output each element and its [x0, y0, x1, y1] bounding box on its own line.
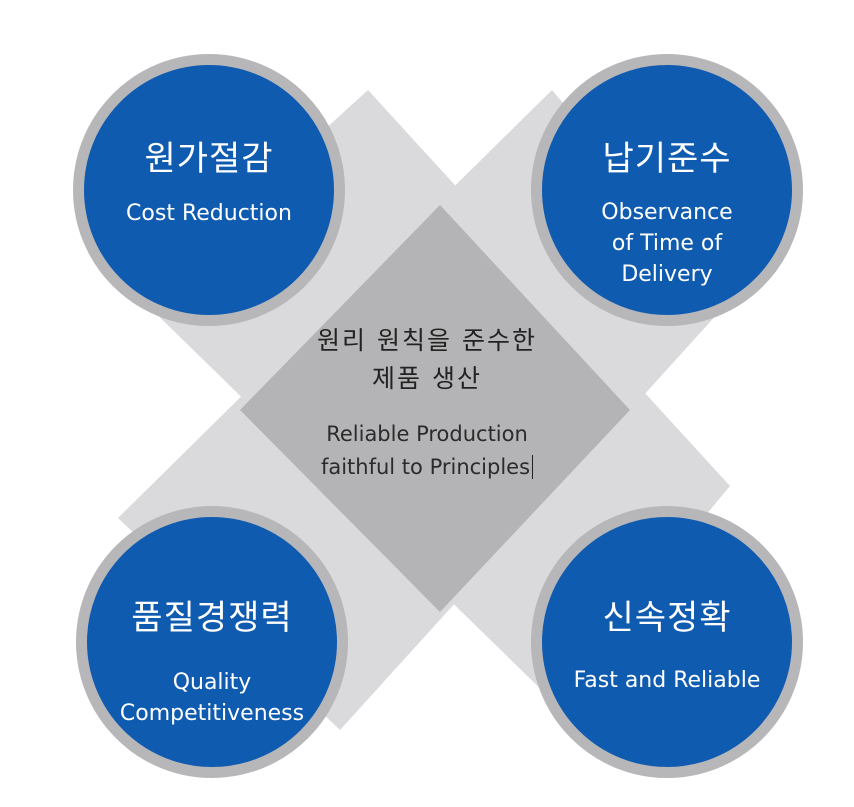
circle-title-en-line: Cost Reduction	[126, 201, 292, 226]
circle-quality-competitiveness: 품질경쟁력 Quality Competitiveness	[76, 506, 348, 778]
circle-observance-of-delivery: 납기준수 Observance of Time of Delivery	[531, 54, 803, 326]
center-title-en-line: faithful to Principles	[277, 451, 577, 484]
circle-fast-and-reliable: 신속정확 Fast and Reliable	[531, 506, 803, 778]
circle-title-en: Fast and Reliable	[542, 665, 792, 696]
center-title-ko-line: 제품 생산	[372, 364, 482, 393]
circle-title-en-line: Delivery	[621, 262, 713, 287]
center-title-en-line: Reliable Production	[326, 422, 528, 446]
circle-title-en: Observance of Time of Delivery	[542, 197, 792, 290]
circle-title-en-line: of Time of	[611, 231, 723, 256]
circle-title-en-line: Competitiveness	[119, 701, 305, 726]
band-overlap	[240, 205, 630, 612]
circle-title-ko: 납기준수	[602, 139, 732, 179]
circle-title-en: Quality Competitiveness	[87, 667, 337, 729]
circle-title-en: Cost Reduction	[84, 198, 334, 229]
circle-title-en-line: Fast and Reliable	[573, 668, 761, 693]
circle-title-ko: 품질경쟁력	[131, 598, 293, 638]
center-statement: 원리 원칙을 준수한 제품 생산 Reliable Production fai…	[277, 322, 577, 484]
circle-title-en-line: Quality	[172, 670, 252, 695]
center-title-ko: 원리 원칙을 준수한 제품 생산	[277, 322, 577, 398]
center-title-en: Reliable Production faithful to Principl…	[277, 418, 577, 484]
circle-title-ko: 신속정확	[602, 598, 732, 638]
center-title-ko-line: 원리 원칙을 준수한	[317, 326, 537, 355]
circle-title-en-line: Observance	[601, 200, 733, 225]
circle-cost-reduction: 원가절감 Cost Reduction	[73, 54, 345, 326]
circle-title-ko: 원가절감	[144, 139, 274, 179]
